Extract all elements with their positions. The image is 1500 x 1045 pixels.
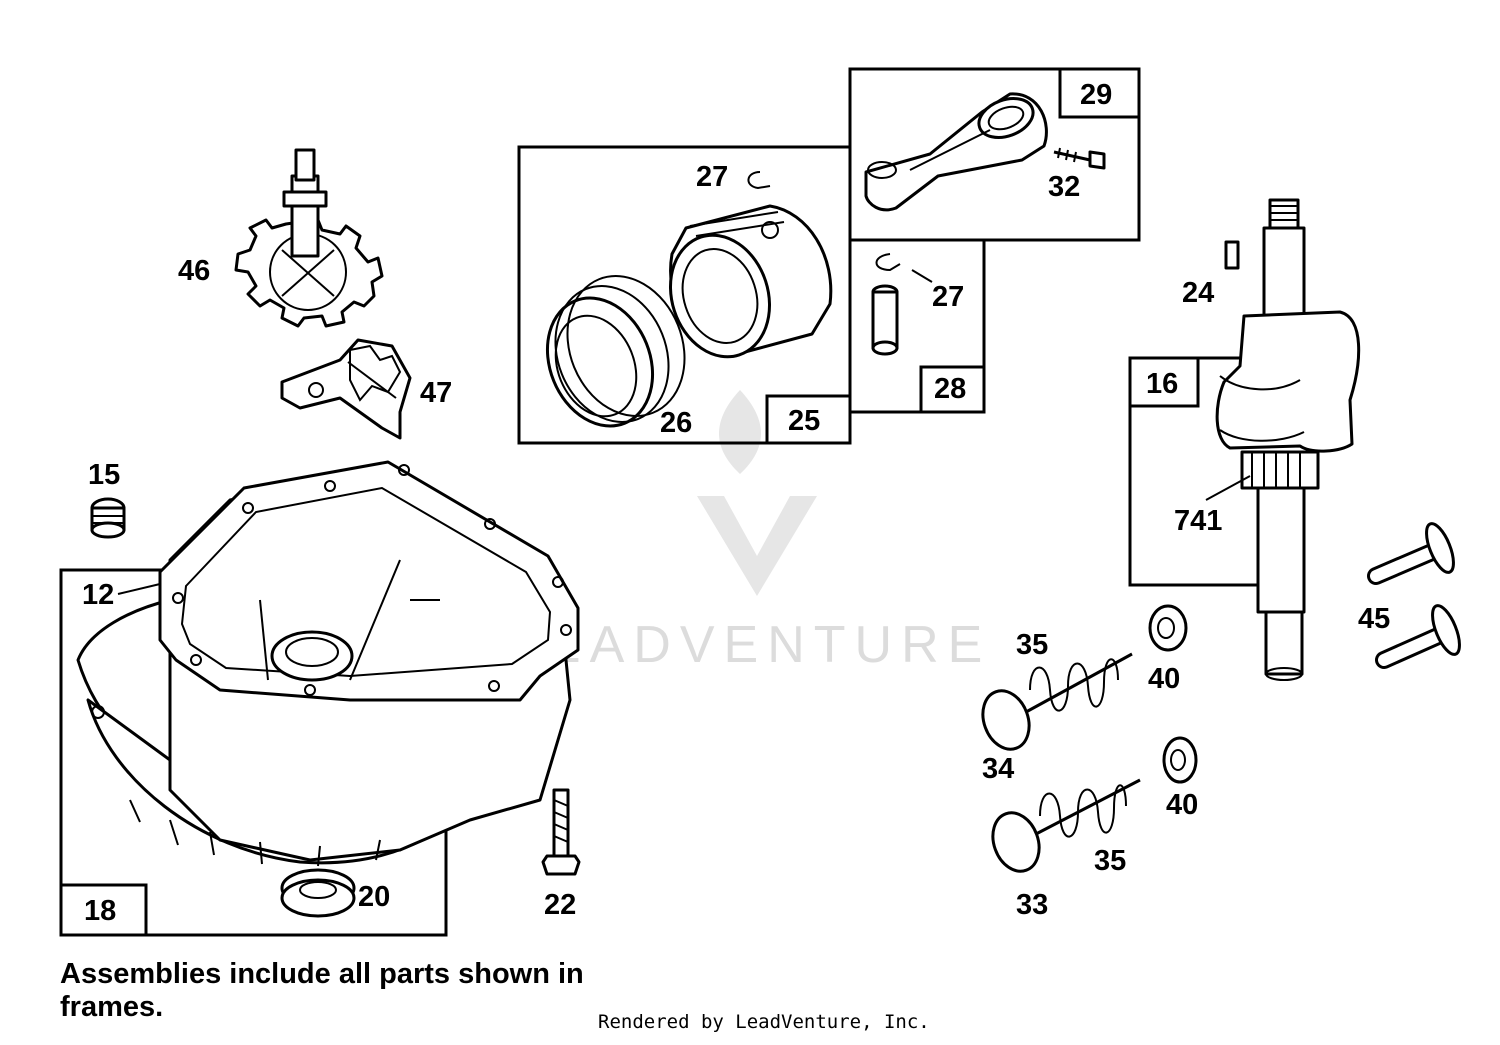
watermark-text: LEADVENTURE: [508, 616, 991, 674]
leadventure-watermark: LEADVENTURE: [508, 390, 991, 674]
label-40b: 40: [1166, 789, 1198, 821]
spring-35a: [1029, 658, 1119, 712]
bolt-22: [541, 788, 581, 876]
frame-16: [1128, 356, 1262, 587]
label-27b: 27: [932, 281, 964, 313]
label-24: 24: [1182, 277, 1214, 309]
rod-bolt-32: [1053, 147, 1106, 170]
key-24: [1224, 240, 1240, 270]
label-35b: 35: [1094, 845, 1126, 877]
frame-28: [848, 238, 986, 414]
label-25: 25: [788, 405, 820, 437]
label-34: 34: [982, 753, 1014, 785]
retainer-40b: [1162, 736, 1198, 784]
clip-27a: [747, 171, 771, 190]
crankshaft-16: [1205, 198, 1361, 681]
plug-15: [90, 497, 126, 539]
cam-gear-46: [234, 148, 384, 328]
label-16: 16: [1146, 368, 1178, 400]
lifter-45a: [1367, 522, 1455, 585]
label-15: 15: [88, 459, 120, 491]
label-33: 33: [1016, 889, 1048, 921]
label-22: 22: [544, 889, 576, 921]
label-40a: 40: [1148, 663, 1180, 695]
render-credit: Rendered by LeadVenture, Inc.: [598, 1011, 930, 1033]
valve-33: [991, 778, 1141, 873]
label-47: 47: [420, 377, 452, 409]
label-28: 28: [934, 373, 966, 405]
label-45: 45: [1358, 603, 1390, 635]
label-12: 12: [82, 579, 114, 611]
label-26: 26: [660, 407, 692, 439]
crankcase-18: [76, 460, 580, 867]
governor-bracket-47: [280, 338, 412, 440]
frame-29: [848, 67, 1141, 242]
clip-27b: [875, 253, 933, 283]
lifter-45b: [1375, 604, 1461, 669]
retainer-40a: [1148, 604, 1188, 652]
label-27a: 27: [696, 161, 728, 193]
spring-35b: [1039, 784, 1127, 838]
label-32: 32: [1048, 171, 1080, 203]
piston-25: [668, 204, 833, 359]
piston-rings-26: [545, 275, 686, 428]
leader-12: [117, 583, 161, 595]
assembly-note: Assemblies include all parts shown in fr…: [60, 958, 584, 1023]
valve-34: [981, 652, 1133, 751]
label-46: 46: [178, 255, 210, 287]
label-20: 20: [358, 881, 390, 913]
connecting-rod-29: [864, 92, 1048, 212]
label-18: 18: [84, 895, 116, 927]
oil-seal-20: [280, 868, 356, 918]
label-29: 29: [1080, 79, 1112, 111]
label-35a: 35: [1016, 629, 1048, 661]
piston-pin-28: [871, 284, 899, 356]
label-741: 741: [1174, 505, 1222, 537]
